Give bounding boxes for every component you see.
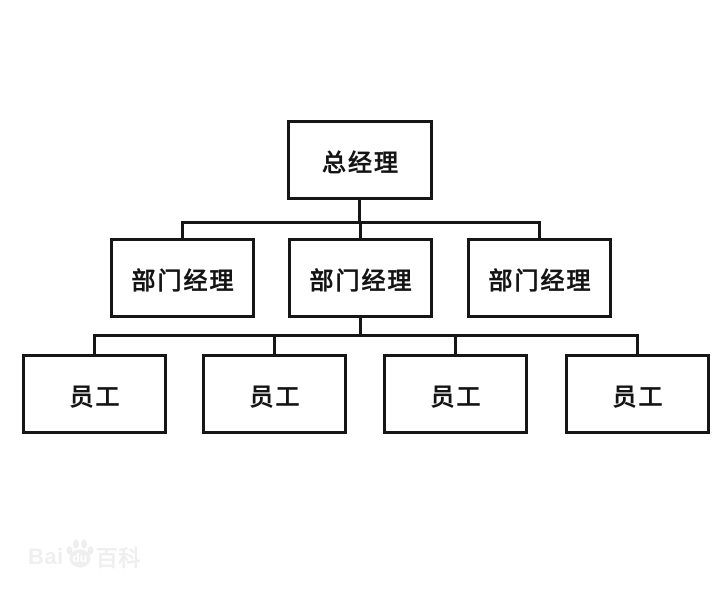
connector-drop-manager-3 xyxy=(538,221,541,240)
org-node-employee-2: 员工 xyxy=(202,354,347,434)
connector-drop-manager-1 xyxy=(181,221,184,240)
org-node-employee-4: 员工 xyxy=(565,354,710,434)
connector-root-stem xyxy=(358,199,361,224)
connector-drop-employee-3 xyxy=(454,334,457,356)
baidu-paw-icon: du xyxy=(65,538,95,570)
org-node-department-manager-3: 部门经理 xyxy=(467,238,612,318)
connector-drop-manager-2 xyxy=(359,221,362,240)
org-node-employee-3: 员工 xyxy=(383,354,528,434)
watermark-text-du: du xyxy=(72,551,88,565)
org-node-department-manager-1: 部门经理 xyxy=(110,238,255,318)
connector-drop-employee-1 xyxy=(93,334,96,356)
org-node-general-manager: 总经理 xyxy=(287,120,433,200)
connector-drop-employee-2 xyxy=(273,334,276,356)
connector-drop-employee-4 xyxy=(636,334,639,356)
watermark-text-bai: Bai xyxy=(28,544,64,569)
org-node-department-manager-2: 部门经理 xyxy=(288,238,433,318)
org-node-employee-1: 员工 xyxy=(22,354,167,434)
watermark-text-baike: 百科 xyxy=(95,546,141,571)
connector-manager-2-stem xyxy=(359,317,362,337)
connector-employees-horizontal xyxy=(93,334,639,337)
baidu-baike-watermark: Bai du 百科 xyxy=(28,538,141,574)
